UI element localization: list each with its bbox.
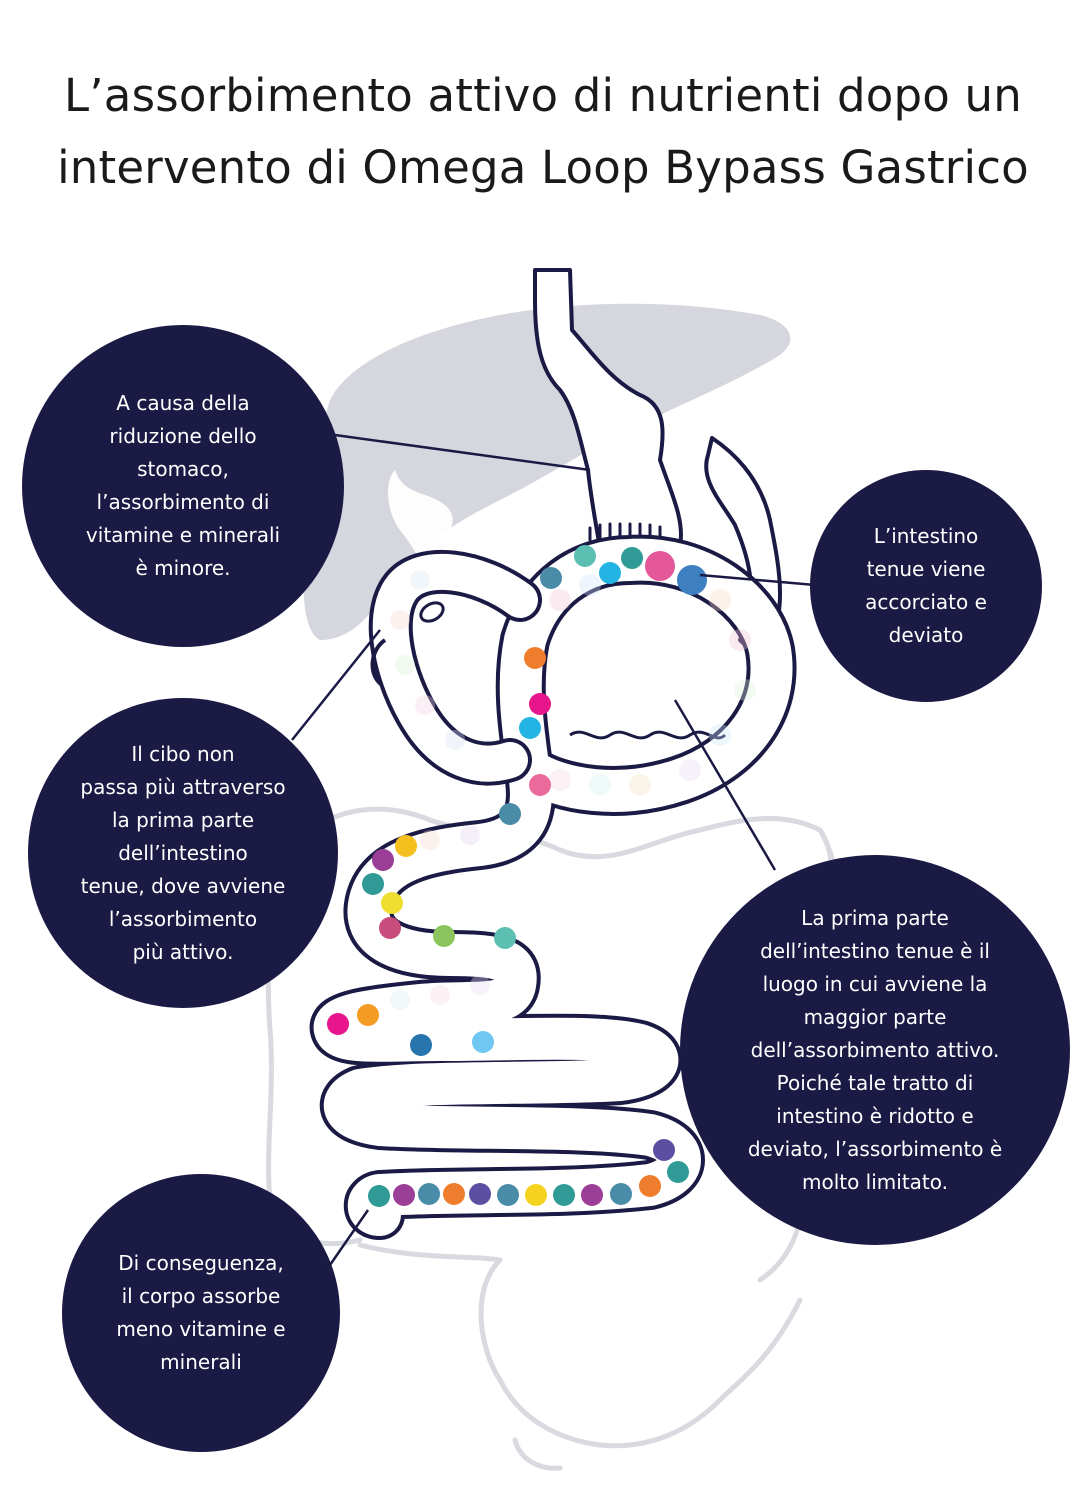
nutrient-dot: [395, 835, 417, 857]
callout-connectors: [291, 433, 816, 1266]
nutrient-dot: [418, 1183, 440, 1205]
nutrient-dot: [368, 1185, 390, 1207]
callout-consequence: Di conseguenza, il corpo assorbe meno vi…: [62, 1174, 340, 1452]
mucosa-fold: [569, 730, 727, 740]
nutrient-dot: [379, 917, 401, 939]
pylorus-stub: [419, 601, 445, 623]
callout-first-part: La prima parte dell’intestino tenue è il…: [680, 855, 1070, 1245]
callout-intestine-shortened: L’intestino tenue viene accorciato e dev…: [810, 470, 1042, 702]
bypassed-limb-inner: [372, 553, 538, 782]
faded-nutrients: [390, 570, 756, 1010]
page-title: L’assorbimento attivo di nutrienti dopo …: [0, 60, 1086, 204]
nutrient-dot: [433, 925, 455, 947]
callout-intestine-shortened-text: L’intestino tenue viene accorciato e dev…: [865, 524, 987, 647]
nutrient-dot: [621, 547, 643, 569]
nutrient-dots: [327, 545, 707, 1207]
nutrient-dot: [372, 849, 394, 871]
nutrient-dot: [610, 1183, 632, 1205]
nutrient-dot: [525, 1184, 547, 1206]
nutrient-dot: [581, 1184, 603, 1206]
callout-food-bypass-text: Il cibo non passa più attraverso la prim…: [80, 741, 286, 964]
nutrient-dot: [357, 1004, 379, 1026]
nutrient-dot: [553, 1184, 575, 1206]
nutrient-dot: [599, 562, 621, 584]
nutrient-dot: [393, 1184, 415, 1206]
nutrient-dot: [469, 1183, 491, 1205]
callout-food-bypass: Il cibo non passa più attraverso la prim…: [28, 698, 338, 1008]
nutrient-dot: [362, 873, 384, 895]
nutrient-dot: [410, 1034, 432, 1056]
nutrient-dot: [524, 647, 546, 669]
nutrient-dot: [639, 1175, 661, 1197]
callout-stomach-reduction: A causa della riduzione dello stomaco, l…: [22, 325, 344, 647]
nutrient-dot: [499, 803, 521, 825]
nutrient-dot: [574, 545, 596, 567]
nutrient-dot: [327, 1013, 349, 1035]
nutrient-dot: [472, 1031, 494, 1053]
nutrient-dot: [497, 1184, 519, 1206]
callout-stomach-text: A causa della riduzione dello stomaco, l…: [85, 391, 281, 580]
nutrient-dot: [529, 693, 551, 715]
callout-consequence-text: Di conseguenza, il corpo assorbe meno vi…: [116, 1251, 286, 1374]
nutrient-dot: [677, 565, 707, 595]
nutrient-dot: [653, 1139, 675, 1161]
duodenum-stub: [370, 638, 387, 687]
nutrient-dot: [443, 1183, 465, 1205]
nutrient-dot: [667, 1161, 689, 1183]
callout-first-part-text: La prima parte dell’intestino tenue è il…: [747, 905, 1003, 1194]
nutrient-dot: [381, 892, 403, 914]
small-intestine-inner: [313, 538, 793, 1236]
nutrient-dot: [540, 567, 562, 589]
title-line-2: intervento di Omega Loop Bypass Gastrico: [57, 141, 1029, 194]
nutrient-dot: [519, 717, 541, 739]
nutrient-dot: [529, 774, 551, 796]
title-line-1: L’assorbimento attivo di nutrienti dopo …: [64, 69, 1022, 122]
liver-shape: [303, 303, 791, 640]
nutrient-dot: [494, 927, 516, 949]
nutrient-dot: [645, 551, 675, 581]
